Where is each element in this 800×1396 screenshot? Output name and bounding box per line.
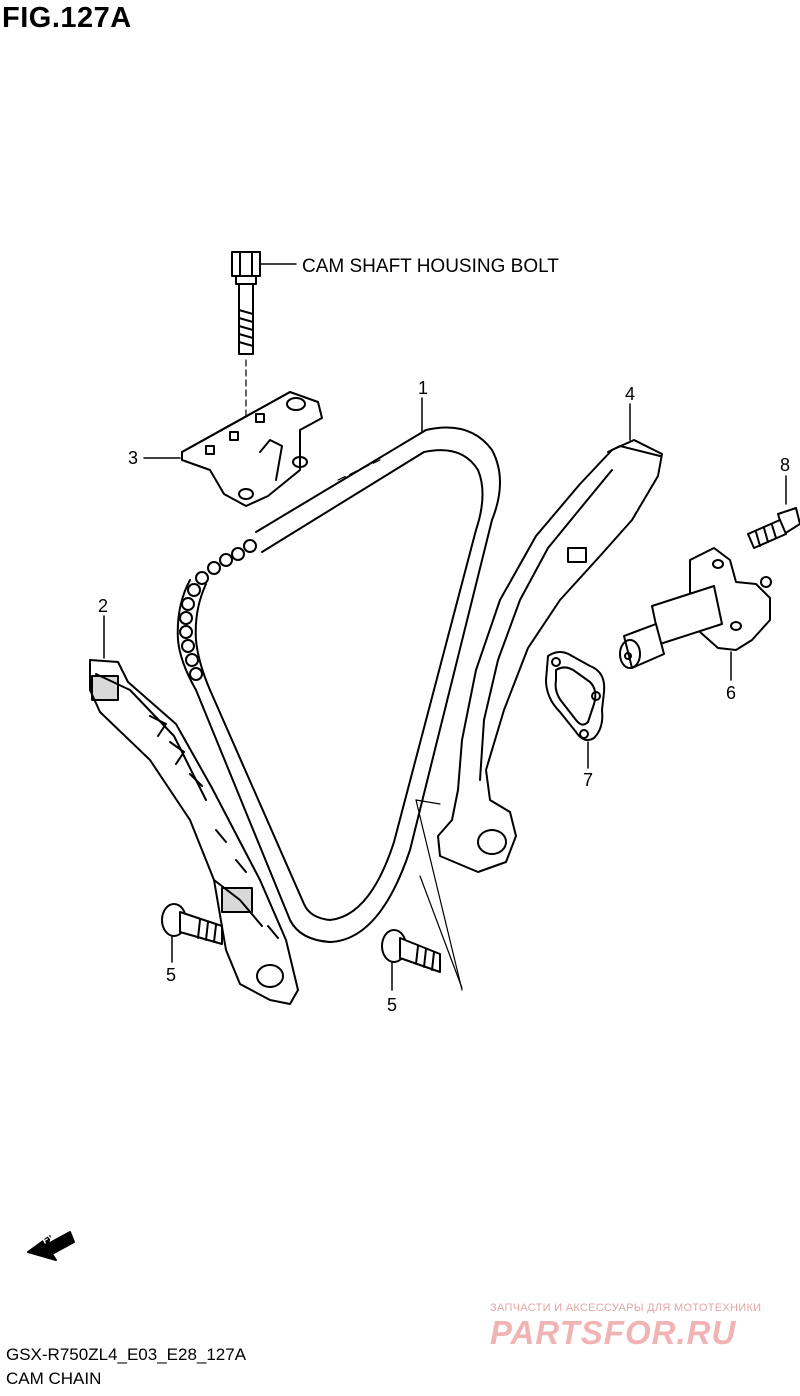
part-4-tensioner-arm[interactable] <box>437 403 663 873</box>
callout-7: 7 <box>583 770 594 790</box>
callout-2: 2 <box>98 596 109 616</box>
callout-6: 6 <box>726 683 737 703</box>
group-name: CAM CHAIN <box>6 1369 102 1388</box>
assembly-guide-lines <box>415 799 463 991</box>
fwd-arrow-icon <box>27 1231 75 1261</box>
callout-4: 4 <box>625 384 636 404</box>
part-5-guide-bolt-right[interactable] <box>381 929 441 991</box>
cam-shaft-housing-bolt-label: CAM SHAFT HOUSING BOLT <box>302 256 559 277</box>
part-1-cam-chain[interactable] <box>176 397 501 943</box>
callout-8: 8 <box>780 455 791 475</box>
callout-1: 1 <box>418 378 429 398</box>
part-8-tensioner-bolt[interactable] <box>747 475 800 549</box>
model-code: GSX-R750ZL4_E03_E28_127A <box>6 1345 247 1364</box>
callout-5-right: 5 <box>387 995 398 1015</box>
cam-shaft-housing-bolt[interactable] <box>231 251 297 491</box>
watermark-tagline: ЗАПЧАСТИ И АКСЕССУАРЫ ДЛЯ МОТОТЕХНИКИ <box>490 1302 762 1314</box>
figure-title: FIG.127A <box>2 2 132 34</box>
part-6-chain-tensioner[interactable] <box>619 547 772 681</box>
watermark-brand: PARTSFOR.RU <box>490 1314 737 1351</box>
part-7-gasket[interactable] <box>545 651 606 769</box>
part-3-top-guide[interactable] <box>143 391 323 507</box>
part-2-left-chain-guide[interactable] <box>89 615 299 1005</box>
part-5-guide-bolt-left[interactable] <box>161 903 223 963</box>
callout-3: 3 <box>128 448 139 468</box>
callout-5-left: 5 <box>166 965 177 985</box>
